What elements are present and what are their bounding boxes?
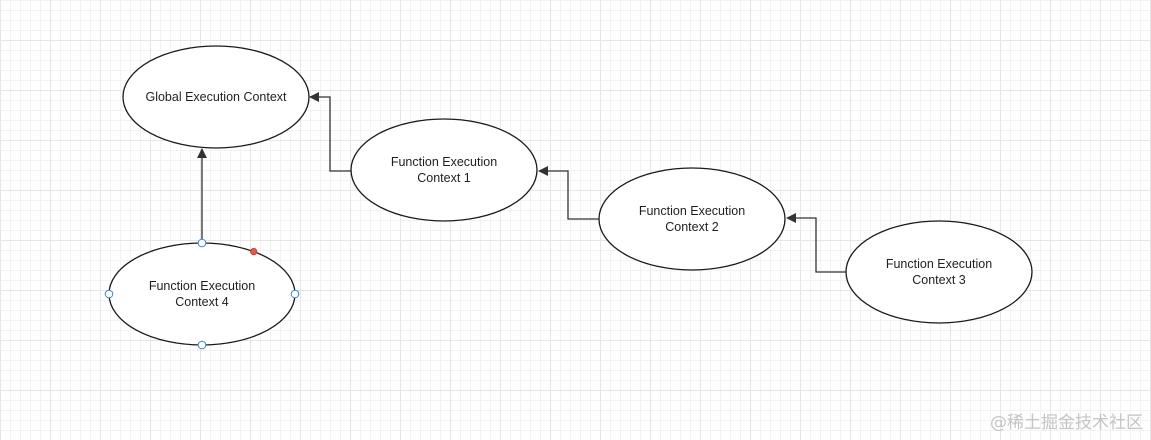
edges-layer xyxy=(197,92,846,273)
edge-fec2-to-fec1[interactable] xyxy=(538,166,600,220)
node-label-fec2: Function Execution Context 2 xyxy=(638,204,746,234)
edge-fec1-to-global[interactable] xyxy=(309,92,352,172)
nodes-layer xyxy=(108,45,1033,346)
handle-right[interactable] xyxy=(290,289,300,299)
node-fec1[interactable] xyxy=(350,118,538,222)
node-label-fec4: Function Execution Context 4 xyxy=(148,279,256,309)
node-fec3[interactable] xyxy=(845,220,1033,324)
edge-fec3-to-fec2[interactable] xyxy=(786,213,846,273)
node-label-fec3: Function Execution Context 3 xyxy=(885,257,993,287)
handle-adjust[interactable] xyxy=(250,248,258,256)
handle-left[interactable] xyxy=(104,289,114,299)
handle-bottom[interactable] xyxy=(197,340,207,350)
node-global[interactable] xyxy=(122,45,310,149)
handle-top[interactable] xyxy=(197,238,207,248)
selection-handles xyxy=(104,238,300,350)
node-fec2[interactable] xyxy=(598,167,786,271)
node-label-global: Global Execution Context xyxy=(145,90,287,104)
watermark: @稀土掘金技术社区 xyxy=(990,413,1143,433)
node-label-fec1: Function Execution Context 1 xyxy=(390,155,498,185)
